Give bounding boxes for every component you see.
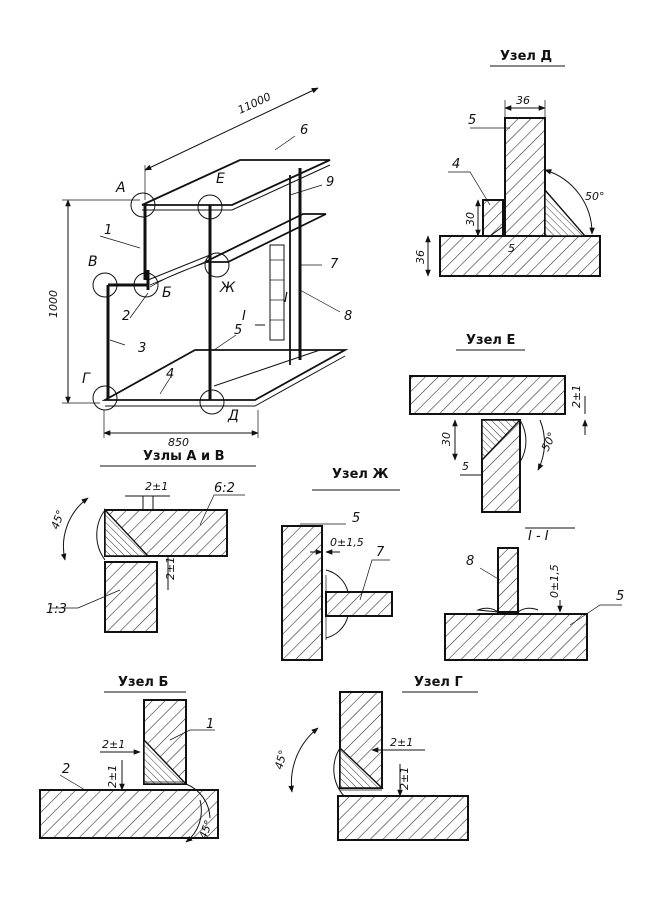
detail-b-part-a: 1 [206, 717, 214, 732]
detail-g-gap-side: 2±1 [398, 767, 411, 790]
part-number-5: 5 [234, 323, 242, 338]
node-label-b: Б [162, 285, 172, 301]
detail-g: Узел Г 45° 2±1 2±1 [272, 675, 478, 841]
detail-g-gap-top: 2±1 [390, 736, 413, 749]
detail-b-angle: 45° [197, 818, 216, 841]
part-number-4: 4 [166, 367, 174, 382]
detail-zh-gap: 0±1,5 [330, 536, 364, 549]
width-dim: 850 [168, 436, 189, 449]
node-label-zh: Ж [219, 280, 236, 296]
detail-b: Узел Б 1 2 2±1 2±1 45° [39, 675, 219, 843]
detail-g-angle: 45° [272, 749, 290, 771]
detail-d-width-dim: 36 [516, 94, 530, 107]
section-mark-lower: I [242, 309, 246, 324]
detail-d-title: Узел Д [500, 49, 552, 64]
detail-e-gap-dim: 2±1 [570, 385, 583, 408]
detail-b-gap-top: 2±1 [102, 738, 125, 751]
detail-av-ratio-right: 6:2 [214, 481, 235, 496]
section-ii-part-b: 5 [616, 589, 624, 604]
detail-d-gap-dim: 5 [508, 242, 515, 255]
part-number-2: 2 [122, 309, 130, 324]
section-ii-part-a: 8 [466, 554, 474, 569]
detail-e-offset-dim: 5 [462, 460, 469, 473]
part-number-7: 7 [330, 257, 339, 272]
detail-zh-part-a: 5 [352, 511, 360, 526]
detail-av-gap-top: 2±1 [145, 480, 168, 493]
node-label-e: Е [216, 171, 225, 187]
detail-b-title: Узел Б [118, 675, 168, 690]
section-mark-upper: I [284, 291, 288, 306]
section-ii: I - I 8 0±1,5 5 [444, 527, 624, 661]
detail-zh: Узел Ж 5 0±1,5 7 [281, 467, 400, 661]
part-number-9: 9 [326, 175, 334, 190]
detail-d-part-top: 5 [468, 113, 476, 128]
part-number-8: 8 [344, 309, 352, 324]
detail-av-title: Узлы А и В [143, 449, 225, 464]
detail-e: Узел Е 2±1 30 5 50° [409, 333, 588, 513]
node-label-g: Г [82, 371, 91, 387]
section-ii-title: I - I [528, 529, 549, 544]
overview: 11000 1000 850 А Е В Б Ж Г Д 1 2 3 4 5 6… [47, 87, 352, 449]
detail-b-gap-side: 2±1 [106, 765, 119, 788]
detail-e-angle: 50° [539, 430, 559, 453]
detail-d-height-dim: 36 [414, 250, 427, 264]
detail-zh-title: Узел Ж [332, 467, 388, 482]
detail-av-gap-side: 2±1 [164, 557, 177, 580]
detail-d-weld-dim: 30 [464, 212, 477, 226]
node-label-a: А [115, 180, 126, 196]
part-number-3: 3 [138, 341, 146, 356]
detail-zh-part-b: 7 [376, 545, 385, 560]
detail-d: Узел Д 36 36 30 5 50° 5 4 [414, 49, 605, 277]
section-ii-gap: 0±1,5 [548, 564, 561, 598]
detail-e-title: Узел Е [466, 333, 515, 348]
detail-d-part-left: 4 [452, 157, 460, 172]
detail-e-weld-dim: 30 [440, 432, 453, 446]
detail-g-title: Узел Г [414, 675, 463, 690]
node-label-d: Д [227, 408, 239, 424]
part-number-6: 6 [300, 123, 308, 138]
detail-av-angle: 45° [49, 508, 68, 531]
detail-b-part-b: 2 [62, 762, 70, 777]
node-label-v: В [88, 254, 98, 270]
height-dim: 1000 [47, 290, 60, 318]
detail-av: Узлы А и В 45° 2±1 6:2 2±1 1:3 [46, 449, 256, 633]
detail-d-angle: 50° [585, 190, 605, 203]
part-number-1: 1 [104, 223, 112, 238]
detail-av-ratio-left: 1:3 [46, 602, 67, 617]
length-dim: 11000 [236, 90, 273, 117]
